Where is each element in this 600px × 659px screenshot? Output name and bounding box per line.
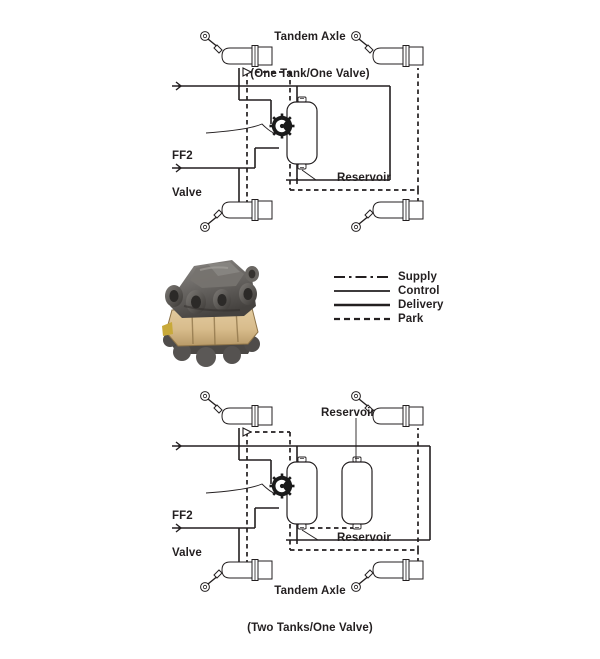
- legend-row-delivery: Delivery: [334, 298, 484, 312]
- schematic-canvas: [172, 30, 431, 593]
- diagram-bottom-title-line1: Tandem Axle: [274, 584, 346, 597]
- reservoir-top-leader: [301, 169, 338, 181]
- diagram-top-title-line1: Tandem Axle: [274, 30, 346, 43]
- diagram-top-title-line2: (One Tank/One Valve): [250, 68, 370, 81]
- clevis-top-right-lower: [350, 209, 374, 233]
- diagram-page: Tandem Axle (One Tank/One Valve) FF2 Val…: [148, 6, 484, 635]
- legend-label-park: Park: [398, 313, 424, 325]
- reservoir-bottom-2: [341, 456, 373, 530]
- bottom-park-lines: [246, 428, 419, 566]
- reservoir-label-top: Reservoir: [337, 172, 391, 184]
- ff2-valve-label-bottom-line2: Valve: [172, 547, 202, 560]
- legend-label-control: Control: [398, 285, 440, 297]
- top-park-check-valve: [242, 67, 253, 77]
- clevis-bottom-left-lower: [199, 569, 223, 593]
- diagram-bottom-title: Tandem Axle (Two Tanks/One Valve): [225, 560, 395, 659]
- legend-row-park: Park: [334, 312, 484, 326]
- ff2-bottom-leader: [205, 483, 277, 495]
- ff2-valve-photo: [148, 240, 276, 368]
- photo-accent-fitting: [162, 322, 173, 336]
- ff2-valve-label-top-line2: Valve: [172, 187, 202, 200]
- diagram-bottom: [172, 390, 431, 593]
- legend-sample-park-icon: [334, 313, 390, 325]
- ff2-valve-label-top-line1: FF2: [172, 149, 193, 162]
- legend-row-control: Control: [334, 284, 484, 298]
- legend-sample-control-icon: [334, 285, 390, 297]
- ff2-valve-label-top: FF2 Valve: [172, 125, 202, 224]
- bottom-supply-arrowheads: [172, 441, 183, 533]
- clevis-bottom-left-upper: [199, 390, 223, 414]
- brake-chamber-bottom-left-upper: [221, 405, 273, 427]
- reservoir-top-1: [286, 96, 318, 170]
- ff2-valve-label-bottom-line1: FF2: [172, 509, 193, 522]
- legend-label-delivery: Delivery: [398, 299, 444, 311]
- reservoir-bottom-leader-lower: [301, 529, 338, 541]
- ff2-valve-symbol-bottom[interactable]: [268, 472, 296, 500]
- bottom-park-check-valve: [242, 427, 253, 437]
- ff2-valve-label-bottom: FF2 Valve: [172, 485, 202, 584]
- diagram-bottom-title-line2: (Two Tanks/One Valve): [247, 622, 373, 635]
- legend-sample-delivery-icon: [334, 299, 390, 311]
- reservoir-bottom-1: [286, 456, 318, 530]
- clevis-top-left-upper: [199, 30, 223, 54]
- brake-chamber-top-left-lower: [221, 199, 273, 221]
- reservoir-label-bottom-lower: Reservoir: [337, 532, 391, 544]
- legend-row-supply: Supply: [334, 270, 484, 284]
- top-supply-arrowheads: [172, 81, 183, 173]
- legend: Supply Control Delivery: [334, 270, 484, 326]
- reservoir-label-bottom-upper: Reservoir: [321, 407, 375, 419]
- photo-ports: [165, 266, 259, 314]
- brake-chamber-top-right-lower: [372, 199, 424, 221]
- ff2-valve-photo-art: [162, 260, 260, 367]
- brake-chamber-bottom-right-upper: [372, 405, 424, 427]
- legend-label-supply: Supply: [398, 271, 437, 283]
- clevis-top-left-lower: [199, 209, 223, 233]
- ff2-valve-symbol-top[interactable]: [268, 112, 296, 140]
- diagram-top: [172, 30, 424, 233]
- legend-sample-supply-icon: [334, 271, 390, 283]
- diagram-top-title: Tandem Axle (One Tank/One Valve): [225, 6, 395, 105]
- ff2-top-leader: [205, 123, 277, 135]
